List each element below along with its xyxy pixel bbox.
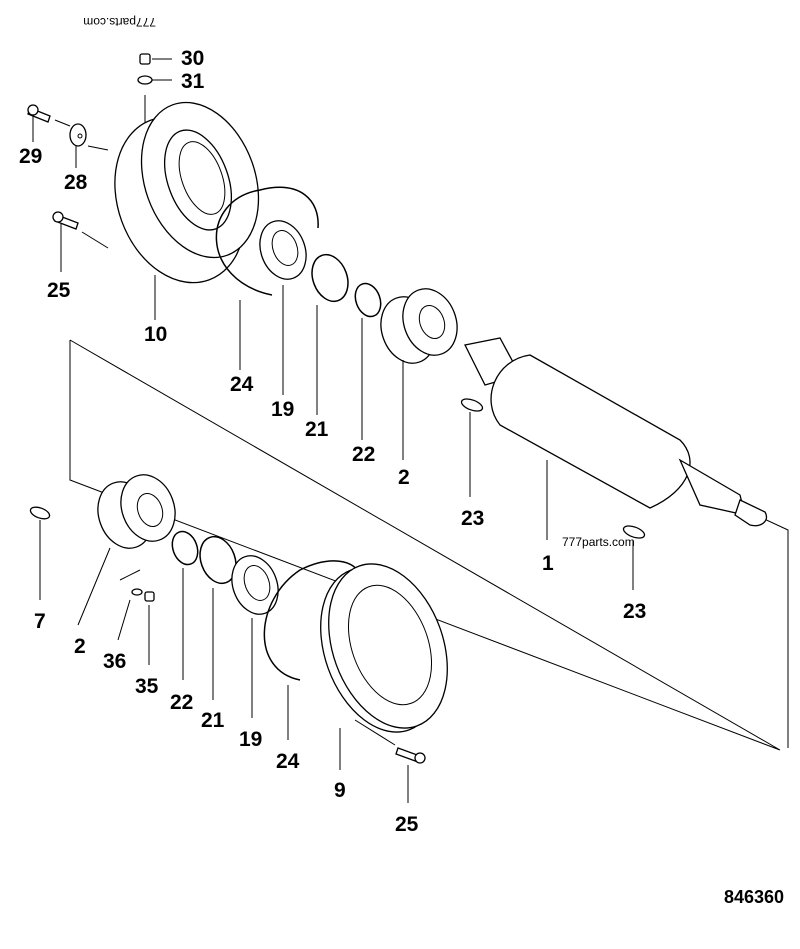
callout-25: 25 [47,279,71,302]
callout-10: 10 [144,323,167,346]
callout-7: 7 [34,610,46,633]
callout-35: 35 [135,675,159,698]
callout-23: 23 [623,600,646,623]
callout-21: 21 [201,709,225,732]
washer-36 [131,588,143,596]
leader-line-2-bottom [77,547,141,626]
bolt-25-top [52,211,79,230]
watermark-upside-down: 777parts.com [83,15,156,29]
callout-28: 28 [64,171,88,194]
bolt-29 [27,104,51,123]
callout-29: 29 [19,145,42,168]
key-23-top [460,398,484,412]
leader-lines-23-1 [469,412,548,540]
leader-line-9 [339,719,396,770]
callout-24: 24 [230,373,254,396]
callout-22: 22 [170,691,193,714]
watermark: 777parts.com [562,535,635,549]
callout-2: 2 [74,635,86,658]
oring-24-top [215,186,319,296]
callout-24: 24 [276,750,300,773]
callout-23: 23 [461,507,484,530]
housing-10 [114,101,260,284]
callout-9: 9 [334,779,346,802]
shaft-1 [464,337,768,527]
circlip-22-bottom [171,530,199,566]
bearing-2-bottom [97,474,176,549]
cover-9 [320,563,448,733]
callout-2: 2 [398,466,410,489]
callout-19: 19 [271,398,294,421]
plug-30 [139,53,151,65]
callout-1: 1 [542,552,554,575]
circlip-22-top [354,282,382,318]
bearing-2-top [380,288,458,364]
seal-19-bottom [231,555,279,615]
key-7 [29,506,51,520]
callout-31: 31 [181,70,205,93]
leader-lines-29-28 [32,115,109,168]
bolt-35 [144,591,155,602]
key-23-bottom [622,525,646,539]
oring-24-bottom [263,560,361,681]
leader-lines-36-35 [117,599,150,665]
circlip-21-bottom [199,535,237,585]
bolt-25-bottom [395,747,426,764]
callout-25: 25 [395,813,419,836]
callout-30: 30 [181,47,204,70]
washer-31 [137,75,153,85]
callout-21: 21 [305,418,329,441]
circlip-21-top [311,253,349,303]
callout-19: 19 [239,728,262,751]
diagram-id: 846360 [724,887,784,907]
callout-36: 36 [103,650,126,673]
leader-line-25-top [60,224,109,272]
seal-19-top [259,220,307,280]
callout-22: 22 [352,443,375,466]
assembly-outline [69,339,789,751]
washer-28 [69,123,87,147]
leader-lines-top [144,58,172,125]
